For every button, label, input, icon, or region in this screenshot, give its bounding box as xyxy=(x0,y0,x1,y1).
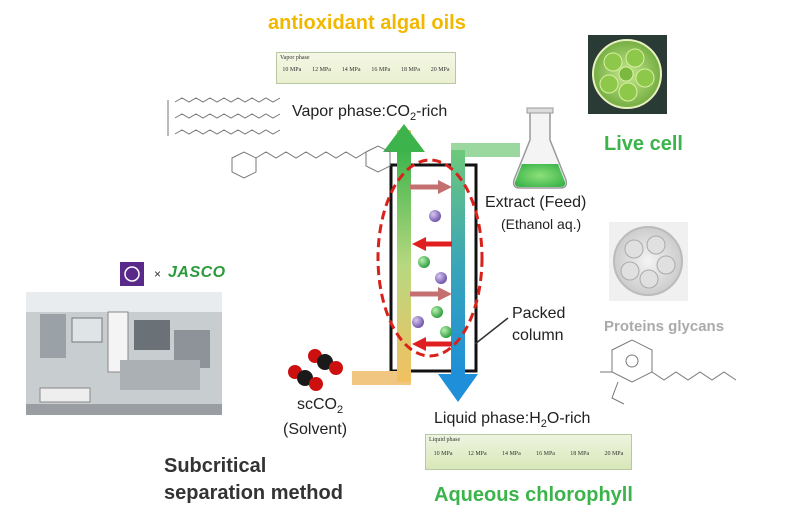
vapor-strip-pressure: 12 MPa xyxy=(312,67,331,73)
proteins-glycans-label: Proteins glycans xyxy=(604,318,725,335)
vapor-strip-pressure: 20 MPa xyxy=(430,67,450,73)
equipment-photo xyxy=(26,292,222,415)
university-logo-icon xyxy=(120,262,144,286)
university-logo-mark xyxy=(124,266,140,282)
molecules xyxy=(412,210,452,338)
packed-leader-line xyxy=(474,317,509,345)
vapor-phase-strip: Vapor phase 10 MPa 12 MPa 14 MPa 16 MPa 18 M… xyxy=(276,52,456,84)
jasco-logo: JASCO xyxy=(168,264,226,281)
liquid-phase-strip: Liquid phase 10 MPa 12 MPa 14 MPa 16 MPa 18 … xyxy=(425,434,632,470)
aqueous-chlorophyll-label: Aqueous chlorophyll xyxy=(434,484,633,506)
live-cell-image xyxy=(588,35,667,114)
liquid-arrow-head xyxy=(438,374,478,402)
vapor-strip-title: Vapor phase xyxy=(280,55,310,61)
vapor-strip-pressure: 18 MPa xyxy=(401,67,420,73)
vapor-strip-pressure: 16 MPa xyxy=(371,67,391,73)
liquid-strip-pressure: 16 MPa xyxy=(536,451,555,457)
grey-cell-image xyxy=(609,222,688,301)
flask-icon xyxy=(512,107,568,189)
solvent-label: (Solvent) xyxy=(283,421,348,438)
liquid-strip-pressure: 18 MPa xyxy=(570,451,590,457)
mass-transfer-zone xyxy=(376,158,484,358)
vapor-flow-arrow xyxy=(397,150,411,382)
separation-method-label: separation method xyxy=(164,482,343,504)
co2-molecules-icon xyxy=(288,349,343,391)
subcritical-label: Subcritical xyxy=(164,455,267,477)
transfer-arrows xyxy=(410,180,452,351)
packed-label: Packed xyxy=(512,305,566,322)
liquid-strip-pressure: 20 MPa xyxy=(604,451,624,457)
liquid-strip-title: Liquid phase xyxy=(429,437,461,443)
liquid-strip-pressure: 10 MPa xyxy=(433,451,453,457)
extract-ethanol-label: (Ethanol aq.) xyxy=(501,216,582,232)
vapor-strip-pressure: 14 MPa xyxy=(341,67,361,73)
vapor-phase-label: Vapor phase:CO2-rich xyxy=(292,103,448,124)
scco2-label: scCO2 xyxy=(297,396,344,417)
chlorophyll-structure-icon xyxy=(600,339,737,405)
column-label: column xyxy=(512,327,564,344)
vapor-strip-pressure: 10 MPa xyxy=(282,67,302,73)
liquid-flow-arrow xyxy=(451,150,465,376)
carotenoid-structure-icon xyxy=(231,145,391,179)
liquid-phase-label: Liquid phase:H2O-rich xyxy=(434,410,591,431)
lipid-structure-icon xyxy=(167,97,281,136)
vapor-strip-pressures: 10 MPa 12 MPa 14 MPa 16 MPa 18 MPa 20 MPa xyxy=(277,67,455,73)
liquid-strip-pressure: 14 MPa xyxy=(501,451,521,457)
live-cell-label: Live cell xyxy=(604,133,683,155)
times-sign: × xyxy=(154,267,162,281)
antioxidant-title: antioxidant algal oils xyxy=(268,12,466,34)
liquid-strip-pressures: 10 MPa 12 MPa 14 MPa 16 MPa 18 MPa 20 MPa xyxy=(426,451,631,457)
extract-feed-label: Extract (Feed) xyxy=(485,194,587,211)
liquid-strip-pressure: 12 MPa xyxy=(467,451,487,457)
vapor-arrow-head xyxy=(383,124,425,152)
